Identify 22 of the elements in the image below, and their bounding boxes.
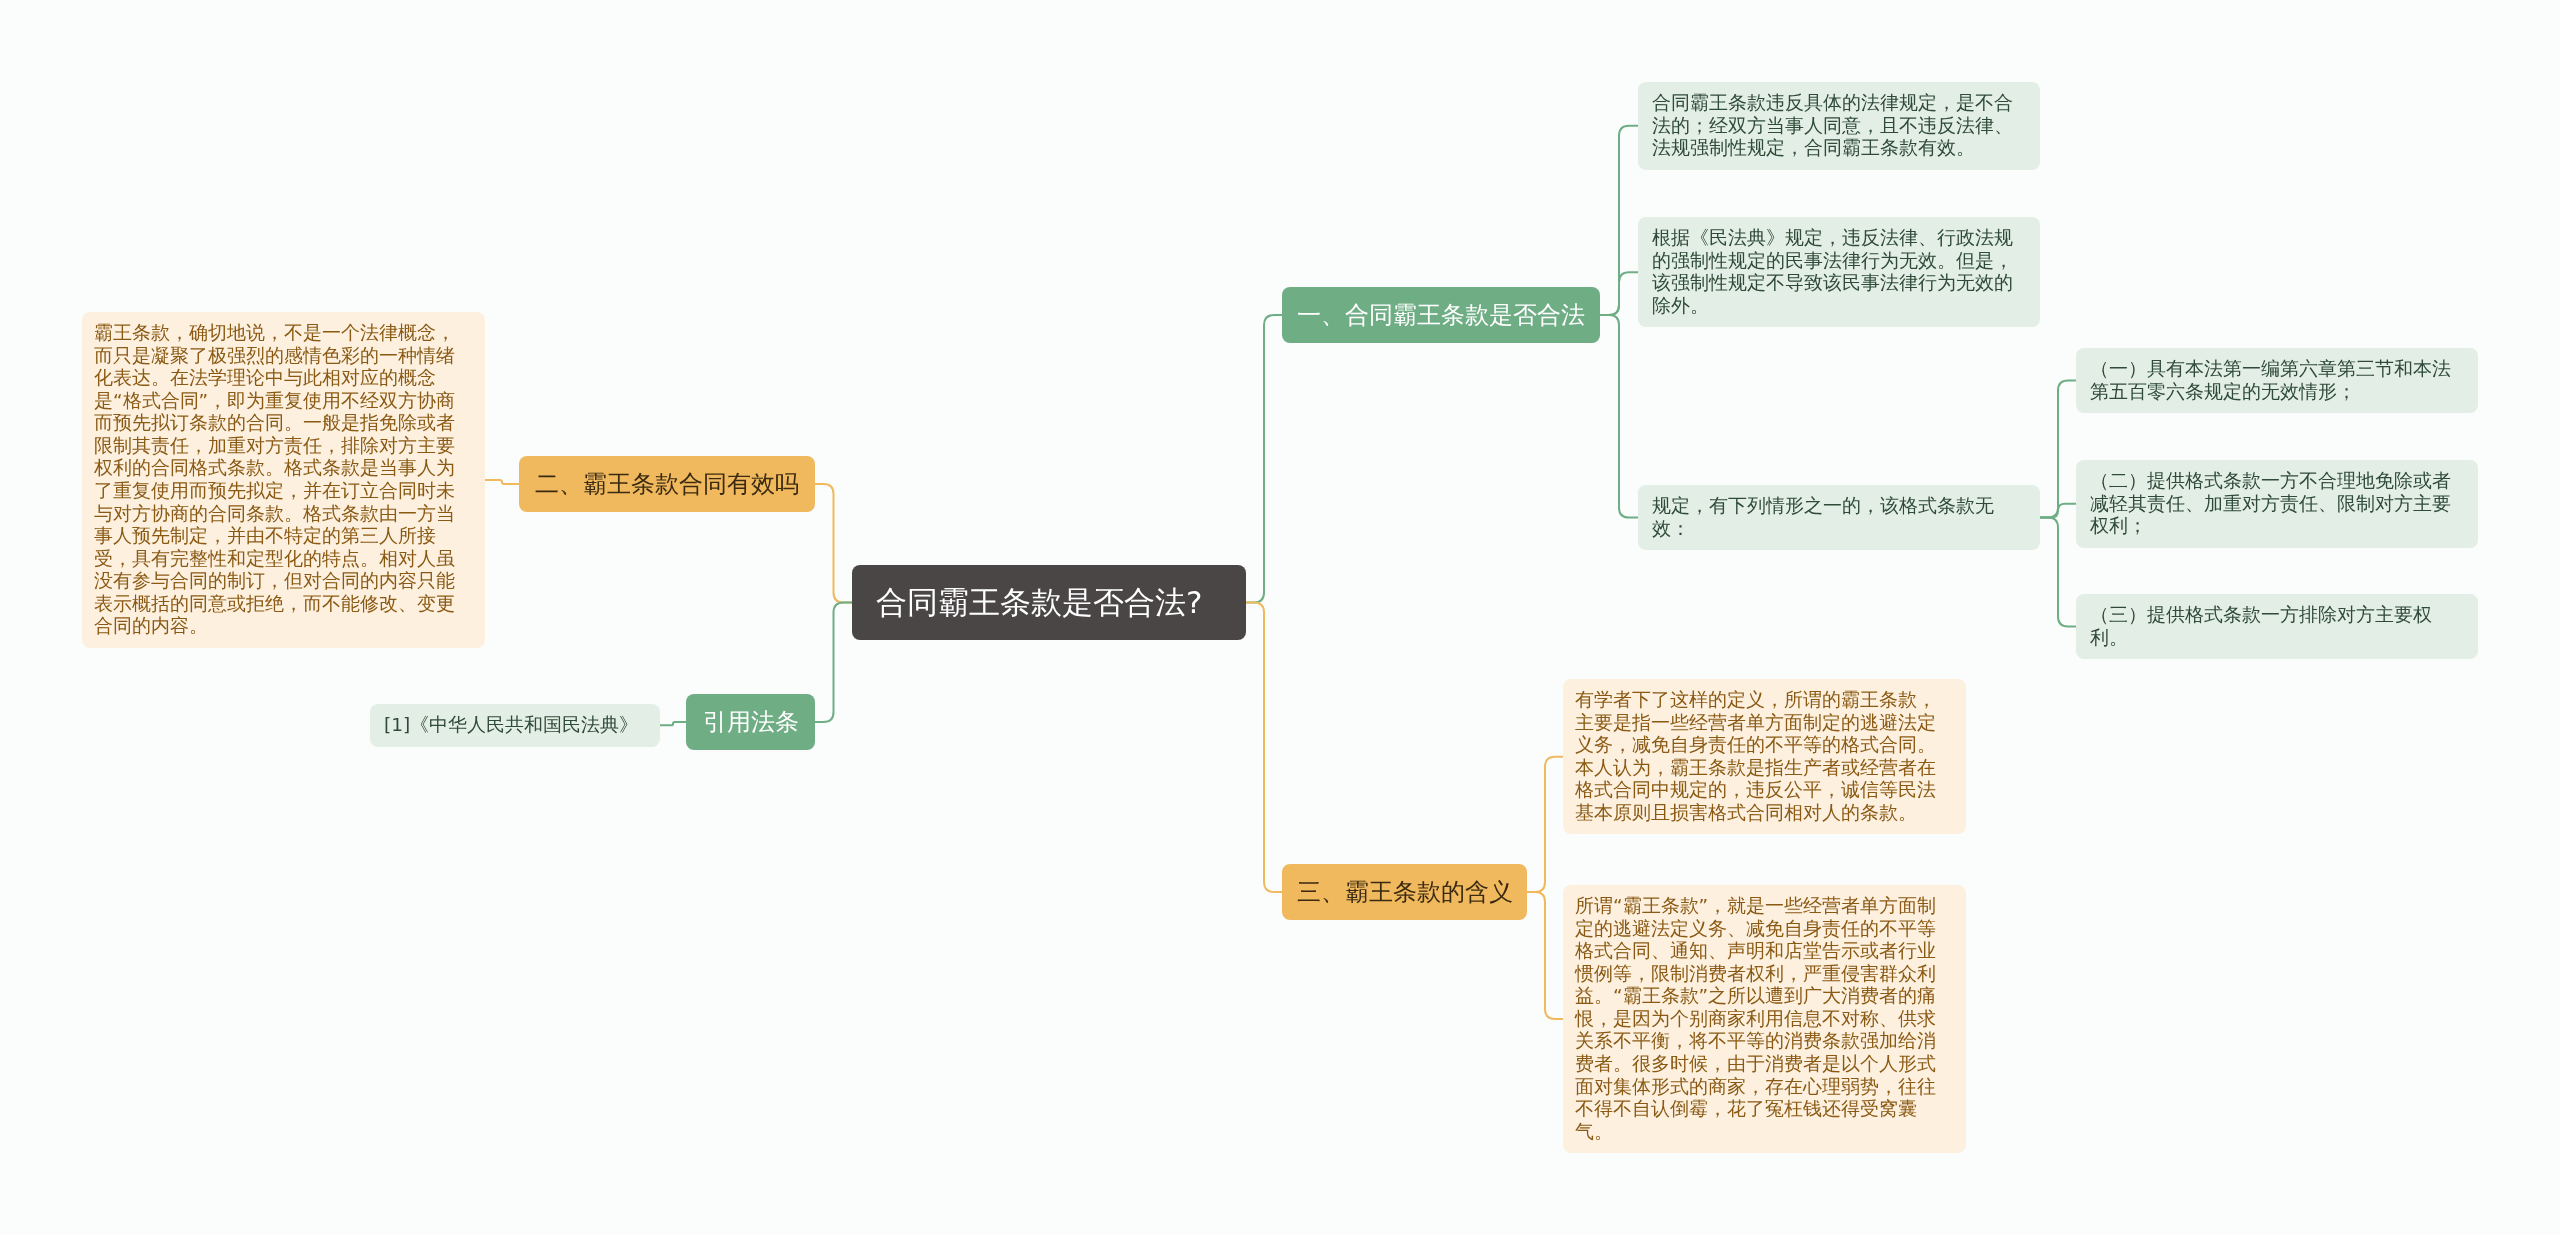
branch-topic: 三、霸王条款的含义: [1282, 864, 1527, 920]
central-topic: 合同霸王条款是否合法?: [852, 565, 1246, 640]
note-card: （二）提供格式条款一方不合理地免除或者减轻其责任、加重对方责任、限制对方主要权利；: [2076, 460, 2478, 548]
branch-topic: 二、霸王条款合同有效吗: [519, 456, 815, 512]
connector: [1526, 891, 1564, 1021]
note-card: 规定，有下列情形之一的，该格式条款无效：: [1638, 485, 2040, 551]
note-card: 所谓“霸王条款”，就是一些经营者单方面制定的逃避法定义务、减免自身责任的不平等格式合同、通知、声明和店堂告示或者行业惯例等，限制消费者权利，严重侵害群众利益。“霸王条款”之所以遭到广大消费者的痛恨，是因为个别商家利用信息不对称、供求关系不平衡，将不平等的消费条款强加给消费者。很多时候，由于消费者是以个人形式面对集体形式的商家，存在心理弱势，往往不得不自认倒霉，花了冤枉钱还得受窝囊气。: [1563, 885, 1966, 1154]
connector: [659, 721, 687, 727]
connector: [1599, 314, 1639, 519]
note-card: （一）具有本法第一编第六章第三节和本法第五百零六条规定的无效情形；: [2076, 348, 2478, 414]
note-card: 有学者下了这样的定义，所谓的霸王条款，主要是指一些经营者单方面制定的逃避法定义务，减免自身责任的不平等的格式合同。本人认为，霸王条款是指生产者或经营者在格式合同中规定的，违反公平，诚信等民法基本原则且损害格式合同相对人的条款。: [1563, 679, 1966, 835]
note-card: [1]《中华人民共和国民法典》: [370, 704, 660, 747]
note-card: 合同霸王条款违反具体的法律规定，是不合法的；经双方当事人同意，且不违反法律、法规强制性规定，合同霸王条款有效。: [1638, 82, 2040, 170]
note-card: 根据《民法典》规定，违反法律、行政法规的强制性规定的民事法律行为无效。但是，该强制性规定不导致该民事法律行为无效的除外。: [1638, 217, 2040, 328]
note-card: 霸王条款，确切地说，不是一个法律概念，而只是凝聚了极强烈的感情色彩的一种情绪化表达。在法学理论中与此相对应的概念是“格式合同”，即为重复使用不经双方协商而预先拟订条款的合同。一般是指免除或者限制其责任，加重对方责任，排除对方主要权利的合同格式条款。格式条款是当事人为了重复使用而预先拟定，并在订立合同时未与对方协商的合同条款。格式条款由一方当事人预先制定，并由不特定的第三人所接受，具有完整性和定型化的特点。相对人虽没有参与合同的制订，但对合同的内容只能表示概括的同意或拒绝，而不能修改、变更合同的内容。: [82, 312, 485, 648]
connector: [814, 601, 853, 723]
branch-topic: 一、合同霸王条款是否合法: [1282, 287, 1600, 343]
connector: [1245, 601, 1283, 893]
connector: [2039, 516, 2077, 628]
note-card: （三）提供格式条款一方排除对方主要权利。: [2076, 594, 2478, 660]
branch-topic: 引用法条: [686, 694, 815, 750]
connector: [484, 478, 520, 485]
